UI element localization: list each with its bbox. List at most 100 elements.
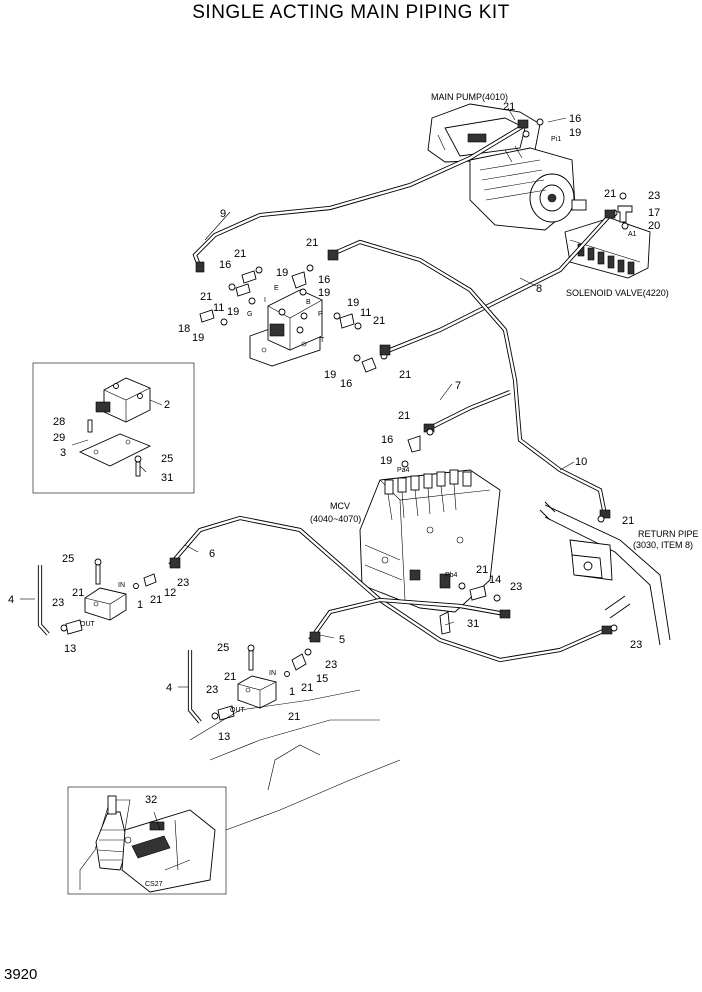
callout-9: 9 — [220, 208, 226, 220]
main-pump-label: MAIN PUMP(4010) — [431, 92, 508, 102]
callout-6: 6 — [209, 548, 215, 560]
callout-14: 14 — [489, 574, 501, 586]
mcv — [359, 469, 501, 613]
callout-19-block-g: 19 — [227, 306, 239, 318]
callout-27: 28 — [53, 416, 65, 428]
callout-8: 8 — [536, 283, 542, 295]
callout-2: 2 — [164, 399, 170, 411]
callout-1-lower: 1 — [289, 686, 295, 698]
callout-24-lower-l: 23 — [206, 684, 218, 696]
callout-11-block-p: 11 — [360, 307, 371, 319]
callout-21-lower-out: 21 — [288, 711, 300, 723]
callout-19-block-t: 19 — [324, 369, 336, 381]
callout-24-upper-l: 23 — [52, 597, 64, 609]
callout-25-upper: 25 — [62, 553, 74, 565]
page-title: SINGLE ACTING MAIN PIPING KIT — [192, 2, 510, 23]
port-a1: A1 — [628, 231, 637, 238]
return-pipe — [539, 501, 671, 646]
manifold-block — [249, 289, 323, 367]
callout-20: 20 — [648, 220, 660, 232]
callout-22-block-p: 21 — [373, 315, 385, 327]
pedal-valve-lower — [211, 644, 307, 721]
main-pump — [427, 103, 587, 231]
callout-22-block-top: 21 — [306, 237, 318, 249]
cab-console — [79, 795, 216, 893]
callout-16-block: 16 — [318, 274, 330, 286]
callout-21-lower-l: 21 — [224, 671, 236, 683]
port-t: T — [320, 337, 325, 344]
callout-22-sol: 21 — [604, 188, 616, 200]
callout-31: 31 — [467, 618, 479, 630]
callout-21-mcv: 21 — [476, 564, 488, 576]
callout-24-lower: 23 — [325, 659, 337, 671]
callout-11-block: 11 — [213, 302, 224, 314]
callout-7: 7 — [455, 380, 461, 392]
callout-12: 12 — [164, 587, 176, 599]
return-pipe-label-1: RETURN PIPE — [638, 529, 699, 539]
port-p: P — [318, 311, 323, 318]
callout-23: 23 — [648, 190, 660, 202]
callout-25-inset: 25 — [161, 453, 173, 465]
port-b: B — [306, 299, 311, 306]
port-out-lower: OUT — [230, 707, 246, 714]
port-i: I — [264, 297, 266, 304]
callout-22-pump: 21 — [503, 101, 515, 113]
port-in-upper: IN — [118, 582, 125, 589]
callout-10: 10 — [575, 456, 587, 468]
port-in-lower: IN — [269, 670, 276, 677]
callout-numbers: 21 16 19 21 23 17 20 9 8 7 10 21 21 16 1… — [8, 101, 660, 806]
callout-13-upper: 13 — [64, 643, 76, 655]
callout-21-upper-l: 21 — [72, 587, 84, 599]
inset-frame — [32, 362, 195, 494]
callout-32: 32 — [145, 794, 157, 806]
callout-22-block-g: 21 — [200, 291, 212, 303]
callout-18: 18 — [178, 323, 190, 335]
callout-29: 29 — [53, 432, 65, 444]
port-pi1: Pi1 — [551, 136, 561, 143]
port-e: E — [274, 285, 279, 292]
callout-16-pump: 16 — [569, 113, 581, 125]
callout-16-block-t: 16 — [340, 378, 352, 390]
callout-28: 31 — [161, 472, 173, 484]
mcv-fittings — [304, 428, 618, 656]
cab-inset-frame — [67, 786, 227, 895]
callout-4-upper: 4 — [8, 594, 14, 606]
mcv-label-2: (4040~4070) — [310, 514, 361, 524]
port-labels: Pi1 A1 E B I G P T Pa4 Pb4 IN OUT IN OUT… — [80, 136, 637, 888]
port-out-upper: OUT — [80, 621, 96, 628]
callout-17: 17 — [648, 207, 660, 219]
solenoid-valve — [564, 217, 651, 279]
callout-3: 3 — [60, 447, 66, 459]
port-cs27: CS27 — [145, 881, 163, 888]
machine-body-outline — [189, 689, 401, 831]
port-g: G — [247, 311, 252, 318]
return-pipe-label-2: (3030, ITEM 8) — [633, 540, 693, 550]
callout-22-mcv: 21 — [398, 410, 410, 422]
callout-25-lower: 25 — [217, 642, 229, 654]
callout-4-lower: 4 — [166, 682, 172, 694]
callout-19-block-p: 19 — [347, 297, 359, 309]
callout-19-block: 19 — [276, 267, 288, 279]
callout-22-ret: 21 — [622, 515, 634, 527]
callout-22-block-left: 21 — [234, 248, 246, 260]
callout-16-mcv: 16 — [381, 434, 393, 446]
callout-24-mcv: 23 — [510, 581, 522, 593]
callout-24-upper: 23 — [177, 577, 189, 589]
callout-16-block-left: 16 — [219, 259, 231, 271]
callout-21-upper-r: 21 — [150, 594, 162, 606]
port-pa4: Pa4 — [397, 467, 410, 474]
callout-5: 5 — [339, 634, 345, 646]
hose-fittings — [169, 119, 616, 643]
inset-block — [78, 377, 152, 477]
block-fittings — [199, 264, 388, 373]
solenoid-valve-label: SOLENOID VALVE(4220) — [566, 288, 669, 298]
leader-lines — [20, 107, 575, 831]
callout-19-block-ll: 19 — [192, 332, 204, 344]
page-number: 3920 — [4, 966, 38, 983]
mcv-label-1: MCV — [330, 501, 350, 511]
callout-19-mcv: 19 — [380, 455, 392, 467]
callout-21-lower-r: 21 — [301, 682, 313, 694]
callout-24-ret: 23 — [630, 639, 642, 651]
callout-19-pump: 19 — [569, 127, 581, 139]
